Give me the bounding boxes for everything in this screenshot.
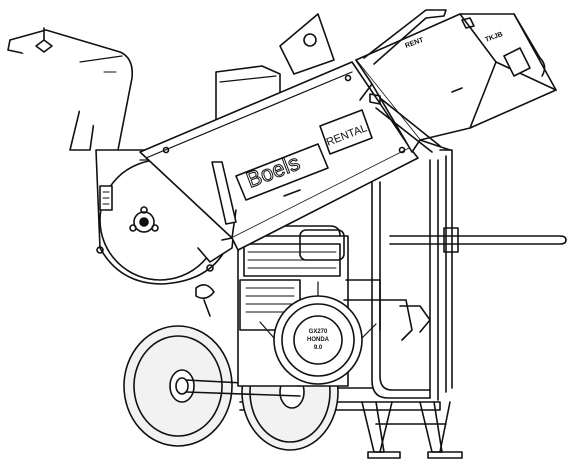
- engine-model-label: GX270: [309, 329, 328, 335]
- hopper-support: [375, 97, 451, 153]
- rotor-hub-icon: [129, 206, 159, 233]
- housing-lock-knob: [195, 284, 215, 317]
- front-wheel: [123, 325, 233, 447]
- rear-frame: [239, 149, 567, 411]
- feed-hopper: RENT TKJB: [355, 9, 557, 153]
- side-plate: [211, 161, 301, 225]
- safety-label-icon: [99, 185, 113, 211]
- brand-decal: Boels RENTAL: [235, 109, 373, 201]
- discharge-chute: [7, 27, 134, 151]
- support-legs: [361, 401, 463, 459]
- lifting-bracket: [279, 13, 335, 75]
- engine-fan-cover: GX270 HONDA 9.0: [259, 281, 377, 385]
- engine-power-label: 9.0: [314, 345, 323, 351]
- engine-brand-label: HONDA: [307, 337, 330, 343]
